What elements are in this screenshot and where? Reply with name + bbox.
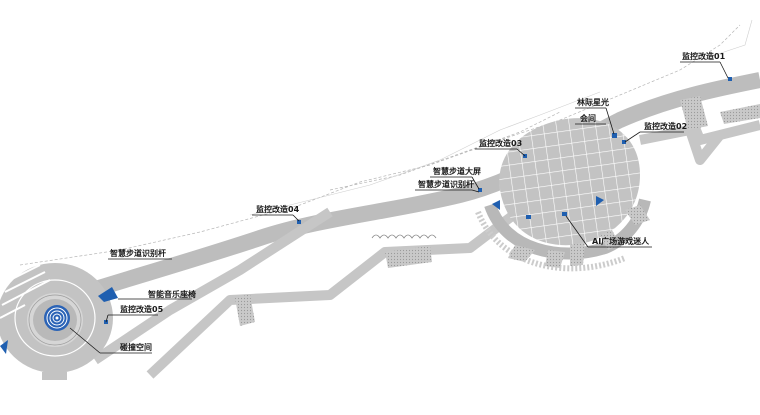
label-smart-recog-east-text: 智慧步道识别杆 bbox=[418, 179, 474, 189]
east-grid-plaza bbox=[475, 118, 651, 272]
label-meditation: 碰撞空间 bbox=[69, 327, 152, 354]
meditation-pod bbox=[44, 305, 70, 331]
label-star-light-2: 会间 bbox=[580, 113, 596, 123]
secondary-paths bbox=[92, 113, 760, 379]
label-ai-robot-text: AI广场游戏迷人 bbox=[592, 236, 650, 246]
dotted-steps bbox=[235, 96, 760, 326]
label-star-light: 林际星光 会间 bbox=[575, 97, 615, 135]
label-cam05: 监控改造05 bbox=[105, 304, 164, 323]
label-cam04: 监控改造04 bbox=[252, 204, 300, 222]
label-smart-screen-text: 智慧步道大屏 bbox=[433, 166, 481, 176]
main-walkway bbox=[57, 72, 760, 308]
label-ai-robot: AI广场游戏迷人 bbox=[565, 215, 652, 248]
label-music-bench: 智能音乐座椅 bbox=[118, 289, 196, 300]
label-cam01-text: 监控改造01 bbox=[682, 51, 726, 61]
boundary-lines bbox=[19, 24, 741, 266]
label-star-light-1: 林际星光 bbox=[577, 97, 609, 107]
label-smart-screen: 智慧步道大屏 智慧步道识别杆 bbox=[415, 166, 481, 193]
label-cam03: 监控改造03 bbox=[475, 138, 526, 157]
decorative-figures bbox=[371, 234, 437, 239]
label-cam01: 监控改造01 bbox=[680, 51, 729, 79]
label-smart-recog-west: 智慧步道识别杆 bbox=[108, 248, 172, 260]
label-cam04-text: 监控改造04 bbox=[256, 204, 300, 214]
edge-marker bbox=[0, 340, 8, 354]
label-cam02-text: 监控改造02 bbox=[644, 121, 687, 131]
label-cam02: 监控改造02 bbox=[624, 121, 687, 143]
music-bench bbox=[98, 287, 118, 302]
label-music-bench-text: 智能音乐座椅 bbox=[148, 289, 196, 299]
label-cam05-text: 监控改造05 bbox=[120, 304, 164, 314]
label-cam03-text: 监控改造03 bbox=[479, 138, 522, 148]
boundary-lines-2 bbox=[249, 19, 753, 216]
label-meditation-text: 碰撞空间 bbox=[120, 342, 152, 352]
label-smart-recog-west-text: 智慧步道识别杆 bbox=[110, 248, 166, 258]
